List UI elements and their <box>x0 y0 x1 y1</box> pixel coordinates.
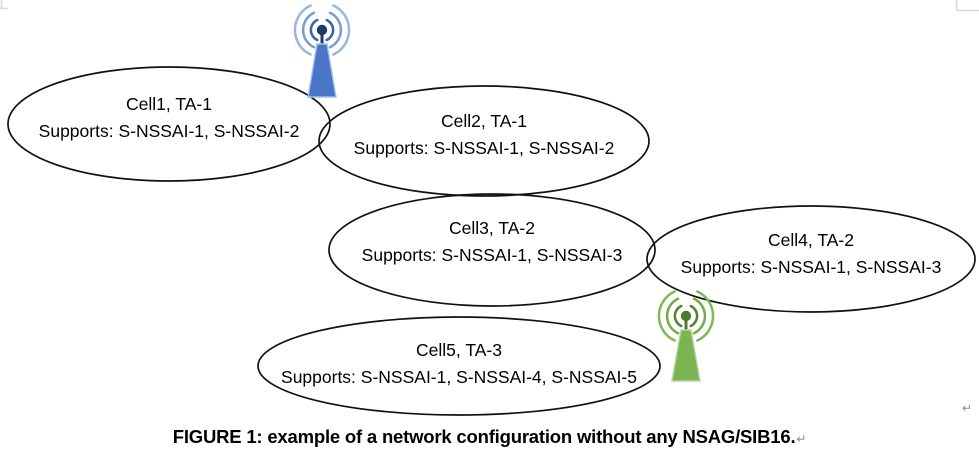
cell5-label: Cell5, TA-3 Supports: S-NSSAI-1, S-NSSAI… <box>239 337 679 391</box>
green-wave-left-middle-icon <box>665 297 680 335</box>
cell3-supports: Supports: S-NSSAI-1, S-NSSAI-3 <box>361 245 623 265</box>
blue-wave-left-inner-icon <box>309 18 319 42</box>
cell4-label: Cell4, TA-2 Supports: S-NSSAI-1, S-NSSAI… <box>641 227 979 281</box>
antenna-green-icon <box>657 290 715 382</box>
cell4-supports: Supports: S-NSSAI-1, S-NSSAI-3 <box>680 257 942 277</box>
figure-caption: FIGURE 1: example of a network configura… <box>0 426 979 448</box>
cell3-label: Cell3, TA-2 Supports: S-NSSAI-1, S-NSSAI… <box>322 215 662 269</box>
cell4-title: Cell4, TA-2 <box>768 230 854 250</box>
blue-antenna-tower <box>307 43 337 98</box>
antenna-blue-icon <box>293 4 351 98</box>
cell1-label: Cell1, TA-1 Supports: S-NSSAI-1, S-NSSAI… <box>0 91 339 145</box>
cell1-supports: Supports: S-NSSAI-1, S-NSSAI-2 <box>38 121 300 141</box>
green-antenna-dot <box>680 310 692 322</box>
green-antenna-tower <box>671 329 701 382</box>
blue-wave-right-outer-icon <box>332 4 351 56</box>
green-wave-right-outer-icon <box>696 290 715 342</box>
green-wave-left-inner-icon <box>673 304 683 328</box>
blue-wave-right-middle-icon <box>328 11 343 49</box>
cell1-ellipse <box>7 66 331 182</box>
frame-corner-marks <box>0 0 979 12</box>
green-wave-left-outer-icon <box>657 290 676 342</box>
cell2-ellipse <box>318 85 650 197</box>
frame-corner-top-left <box>0 0 8 10</box>
figure-caption-text: FIGURE 1: example of a network configura… <box>172 426 796 447</box>
cell2-supports: Supports: S-NSSAI-1, S-NSSAI-2 <box>353 138 615 158</box>
blue-wave-left-middle-icon <box>301 11 316 49</box>
frame-corner-top-right <box>955 0 979 12</box>
cell3-title: Cell3, TA-2 <box>449 218 535 238</box>
paragraph-mark: ↵ <box>796 432 807 446</box>
green-antenna-mast <box>684 319 688 331</box>
cell-ellipses <box>7 66 976 416</box>
cell2-label: Cell2, TA-1 Supports: S-NSSAI-1, S-NSSAI… <box>314 108 654 162</box>
cell5-ellipse <box>257 316 661 416</box>
blue-antenna-dot <box>316 24 328 36</box>
cell5-title: Cell5, TA-3 <box>416 340 502 360</box>
blue-antenna-mast <box>320 33 324 45</box>
blue-wave-right-inner-icon <box>325 18 335 42</box>
green-wave-right-inner-icon <box>689 304 699 328</box>
cell4-ellipse <box>646 205 976 313</box>
cell1-title: Cell1, TA-1 <box>126 94 212 114</box>
green-wave-right-middle-icon <box>692 297 707 335</box>
cell3-ellipse <box>328 193 656 307</box>
cell2-title: Cell2, TA-1 <box>441 111 527 131</box>
line-break-mark: ↵ <box>962 401 973 415</box>
blue-wave-left-outer-icon <box>293 4 312 56</box>
cell5-supports: Supports: S-NSSAI-1, S-NSSAI-4, S-NSSAI-… <box>281 367 637 387</box>
